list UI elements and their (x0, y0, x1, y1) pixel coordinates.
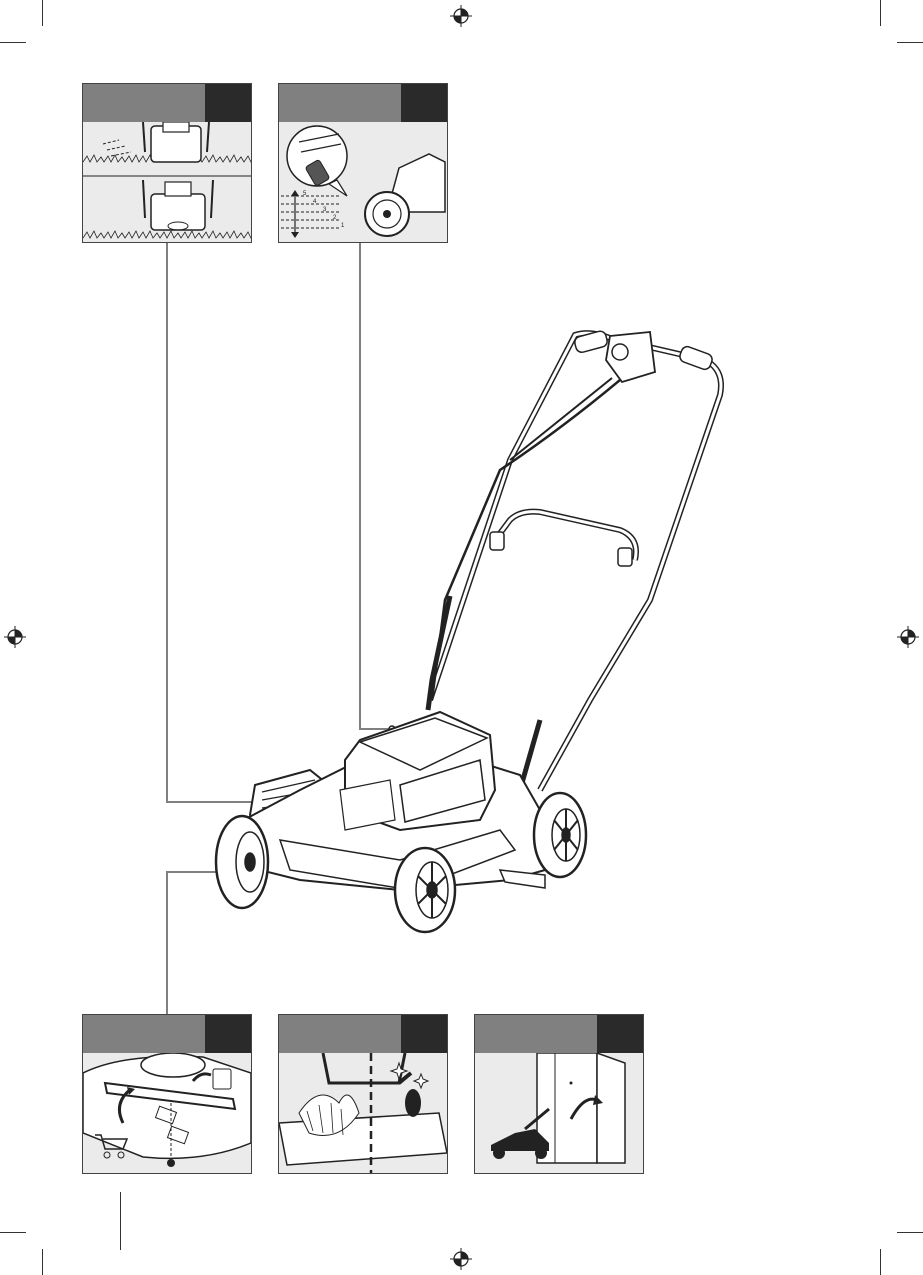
panel-label (279, 1015, 401, 1053)
storage-cabinet-icon (475, 1053, 643, 1173)
panel-header (83, 1015, 251, 1053)
brush-icon (279, 1053, 447, 1173)
leader-line (360, 243, 392, 729)
panel-label (475, 1015, 597, 1053)
panel-cleaning (278, 1014, 448, 1174)
leader-line (167, 243, 278, 802)
panel-header (475, 1015, 643, 1053)
panel-header (279, 1015, 447, 1053)
panel-storage (474, 1014, 644, 1174)
blade-icon (83, 1053, 251, 1173)
panel-blade-replacement (82, 1014, 252, 1174)
panel-number (597, 1015, 643, 1053)
panel-number (401, 1015, 447, 1053)
panel-number (205, 1015, 251, 1053)
panel-label (83, 1015, 205, 1053)
